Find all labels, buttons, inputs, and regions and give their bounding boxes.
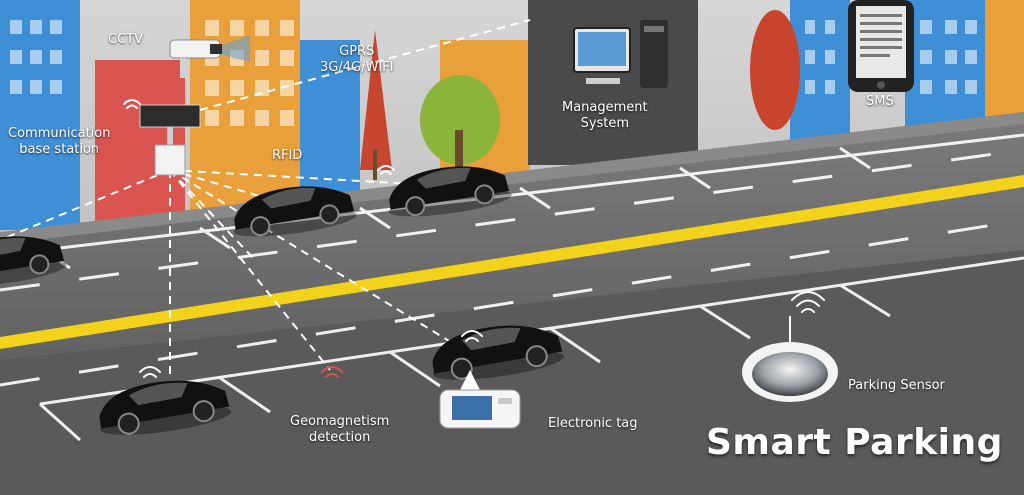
- server-icon: [573, 20, 668, 88]
- cctv-camera-icon: [169, 35, 250, 78]
- label-gprs: GPRS 3G/4G/WIFI: [320, 44, 394, 75]
- label-management-system: Management System: [562, 100, 648, 131]
- wifi-icon: [123, 99, 825, 378]
- phone-icon: [848, 0, 914, 92]
- median-line: [0, 175, 1024, 349]
- electronic-tag-icon: [439, 370, 521, 429]
- car-icon: [0, 166, 565, 435]
- label-electronic-tag: Electronic tag: [548, 416, 638, 431]
- trees: [360, 10, 800, 180]
- connection-lines: [0, 19, 531, 380]
- base-station-icon: [139, 104, 201, 176]
- label-parking-sensor: Parking Sensor: [848, 378, 945, 393]
- label-rfid: RFID: [272, 148, 303, 163]
- label-communication-base-station: Communication base station: [8, 126, 111, 157]
- parking-sensor-icon: [742, 316, 838, 402]
- label-sms: SMS: [866, 94, 894, 109]
- label-geomagnetism-detection: Geomagnetism detection: [290, 414, 390, 445]
- page-title: Smart Parking: [706, 422, 1003, 463]
- label-cctv: CCTV: [108, 32, 143, 47]
